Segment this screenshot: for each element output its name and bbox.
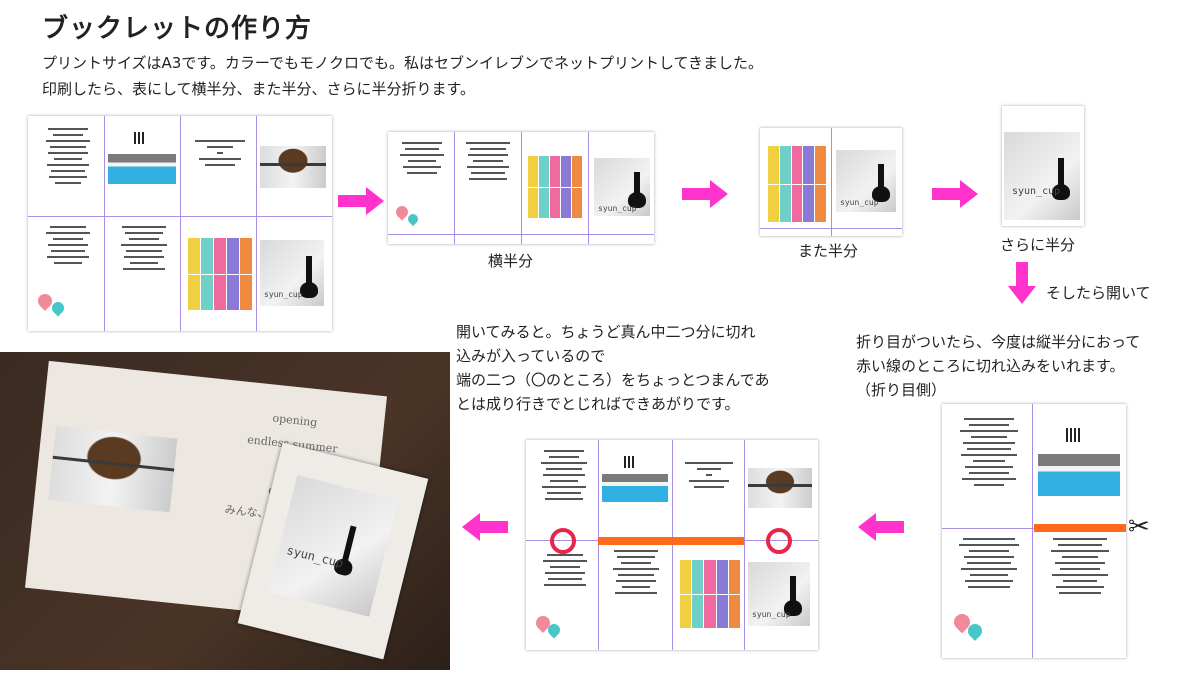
brand-label: syun_cup [1012, 186, 1061, 197]
heart-icon [405, 211, 421, 227]
instruction-line-1: 折り目がついたら、今度は縦半分におって [856, 333, 1141, 351]
full-sheet: syun_cup [28, 116, 332, 331]
result-note-line-1: 開いてみると。ちょうど真ん中二つ分に切れ [456, 323, 756, 341]
result-note-line-3: 端の二つ（〇のところ）をちょっとつまんであ [456, 371, 770, 389]
pinch-mark [550, 528, 576, 554]
brand-label: syun_cup [752, 610, 791, 619]
brand-label: syun_cup [598, 204, 637, 213]
opened-cut-sheet: syun_cup [526, 440, 818, 650]
brand-label: syun_cup [264, 290, 303, 299]
cut-line [1034, 524, 1126, 532]
instruction-line-2: 赤い線のところに切れ込みをいれます。 [856, 357, 1125, 375]
folded-half-sheet: syun_cup [388, 132, 654, 244]
instruction-line-3: （折り目側） [856, 381, 947, 399]
pinch-mark [766, 528, 792, 554]
result-note-line-2: 込みが入っているので [456, 347, 606, 365]
intro-line-2: 印刷したら、表にして横半分、また半分、さらに半分折ります。 [42, 80, 476, 98]
folded-quarter-sheet: syun_cup [760, 128, 902, 236]
cut-sheet [942, 404, 1126, 658]
scissors-icon: ✂ [1128, 512, 1150, 542]
step-fold-1: 横半分 [488, 252, 534, 270]
step-fold-2: また半分 [798, 242, 859, 260]
finished-booklet-photo: opening endless summer ★ ending みんな、ずっと一… [0, 352, 450, 670]
result-note-line-4: とは成り行きでとじればできあがりです。 [456, 395, 740, 413]
cut-line [598, 537, 744, 545]
step-fold-3: さらに半分 [1000, 236, 1076, 254]
step-open: そしたら開いて [1046, 284, 1151, 302]
intro-line-1: プリントサイズはA3です。カラーでもモノクロでも。私はセブンイレブンでネットプリ… [42, 54, 764, 72]
page-title: ブックレットの作り方 [42, 14, 313, 44]
brand-label: syun_cup [840, 198, 879, 207]
folded-eighth-sheet: syun_cup [1002, 106, 1084, 226]
